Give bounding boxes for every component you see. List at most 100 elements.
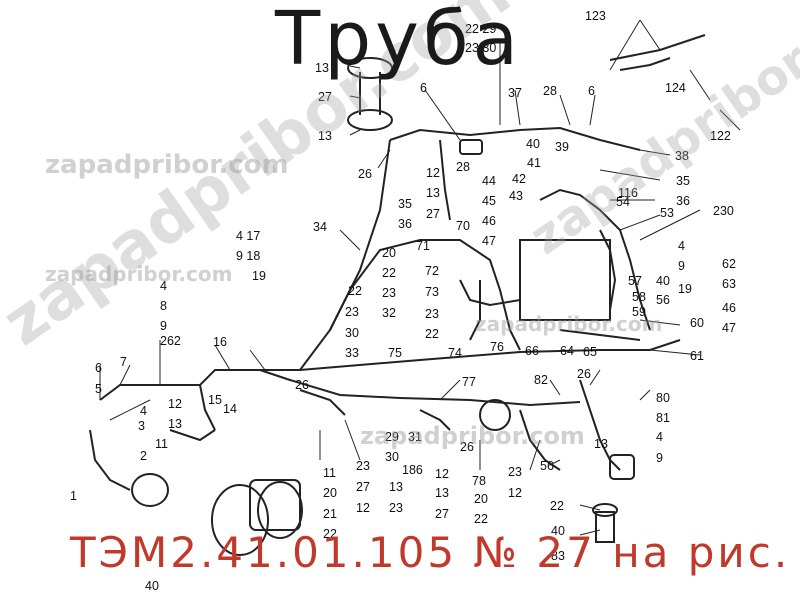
callout-number: 38: [675, 149, 689, 163]
callout-number: 60: [690, 316, 704, 330]
callout-number: 31: [408, 430, 422, 444]
callout-number: 56: [540, 459, 554, 473]
callout-number: 30: [385, 450, 399, 464]
watermark: zapadpribor.com: [45, 150, 289, 180]
callout-number: 28: [543, 84, 557, 98]
callout-number: 27: [435, 507, 449, 521]
callout-number: 7: [120, 355, 127, 369]
callout-number: 73: [425, 285, 439, 299]
callout-number: 116: [618, 186, 638, 200]
callout-number: 21: [323, 507, 337, 521]
callout-number: 19: [678, 282, 692, 296]
callout-number: 23: [508, 465, 522, 479]
callout-number: 4: [160, 279, 167, 293]
callout-number: 13: [318, 129, 332, 143]
callout-number: 9: [678, 259, 685, 273]
callout-number: 59: [632, 305, 646, 319]
callout-number: 62: [722, 257, 736, 271]
callout-number: 22: [550, 499, 564, 513]
callout-number: 12: [508, 486, 522, 500]
callout-number: 27: [426, 207, 440, 221]
callout-number: 32: [382, 306, 396, 320]
callout-number: 40: [656, 274, 670, 288]
callout-number: 22: [425, 327, 439, 341]
callout-number: 40: [551, 524, 565, 538]
callout-number: 9 18: [236, 249, 260, 263]
callout-number: 15: [208, 393, 222, 407]
callout-number: 12: [356, 501, 370, 515]
callout-number: 43: [509, 189, 523, 203]
callout-number: 46: [482, 214, 496, 228]
callout-number: 53: [660, 206, 674, 220]
callout-number: 74: [448, 346, 462, 360]
watermark: zapadpribor.com: [475, 312, 663, 336]
callout-number: 63: [722, 277, 736, 291]
callout-number: 40: [145, 579, 159, 593]
callout-number: 65: [583, 345, 597, 359]
callout-number: 13: [594, 437, 608, 451]
callout-number: 4 17: [236, 229, 260, 243]
callout-number: 72: [425, 264, 439, 278]
callout-number: 13: [389, 480, 403, 494]
callout-number: 23 30: [465, 41, 496, 55]
callout-number: 13: [168, 417, 182, 431]
callout-number: 26: [577, 367, 591, 381]
callout-number: 9: [160, 319, 167, 333]
callout-number: 22: [382, 266, 396, 280]
callout-number: 26: [295, 378, 309, 392]
callout-number: 77: [462, 375, 476, 389]
callout-number: 47: [482, 234, 496, 248]
callout-number: 70: [456, 219, 470, 233]
callout-number: 27: [318, 90, 332, 104]
callout-number: 1: [70, 489, 77, 503]
callout-number: 42: [512, 172, 526, 186]
callout-number: 23: [425, 307, 439, 321]
callout-number: 12: [168, 397, 182, 411]
callout-number: 57: [628, 274, 642, 288]
callout-number: 64: [560, 344, 574, 358]
callout-number: 4: [656, 430, 663, 444]
callout-number: 26: [460, 440, 474, 454]
callout-number: 41: [527, 156, 541, 170]
callout-number: 34: [313, 220, 327, 234]
callout-number: 11: [323, 466, 336, 480]
callout-number: 8: [160, 299, 167, 313]
callout-number: 54: [616, 195, 630, 209]
callout-number: 39: [555, 140, 569, 154]
callout-number: 46: [722, 301, 736, 315]
callout-number: 12: [435, 467, 449, 481]
callout-number: 22: [474, 512, 488, 526]
callout-number: 35: [398, 197, 412, 211]
callout-number: 22: [323, 527, 337, 541]
callout-number: 22 29: [465, 22, 496, 36]
callout-number: 76: [490, 340, 504, 354]
callout-number: 30: [345, 326, 359, 340]
callout-number: 3: [138, 419, 145, 433]
callout-number: 28: [456, 160, 470, 174]
callout-number: 20: [382, 246, 396, 260]
callout-number: 6: [420, 81, 427, 95]
callout-number: 19: [252, 269, 266, 283]
callout-number: 82: [534, 373, 548, 387]
callout-number: 23: [356, 459, 370, 473]
callout-number: 11: [155, 437, 168, 451]
callout-number: 20: [323, 486, 337, 500]
callout-number: 75: [388, 346, 402, 360]
callout-number: 47: [722, 321, 736, 335]
callout-number: 13: [435, 486, 449, 500]
callout-number: 6: [588, 84, 595, 98]
callout-number: 4: [678, 239, 685, 253]
callout-number: 262: [160, 334, 181, 348]
watermark: zapadpribor.com: [360, 422, 585, 450]
callout-number: 26: [358, 167, 372, 181]
caption: ТЭМ2.41.01.105 № 27 на рис.: [70, 528, 791, 577]
callout-number: 20: [474, 492, 488, 506]
callout-number: 23: [389, 501, 403, 515]
callout-number: 33: [345, 346, 359, 360]
callout-number: 23: [382, 286, 396, 300]
callout-number: 35: [676, 174, 690, 188]
callout-number: 23: [345, 305, 359, 319]
callout-number: 124: [665, 81, 686, 95]
callout-number: 61: [690, 349, 704, 363]
